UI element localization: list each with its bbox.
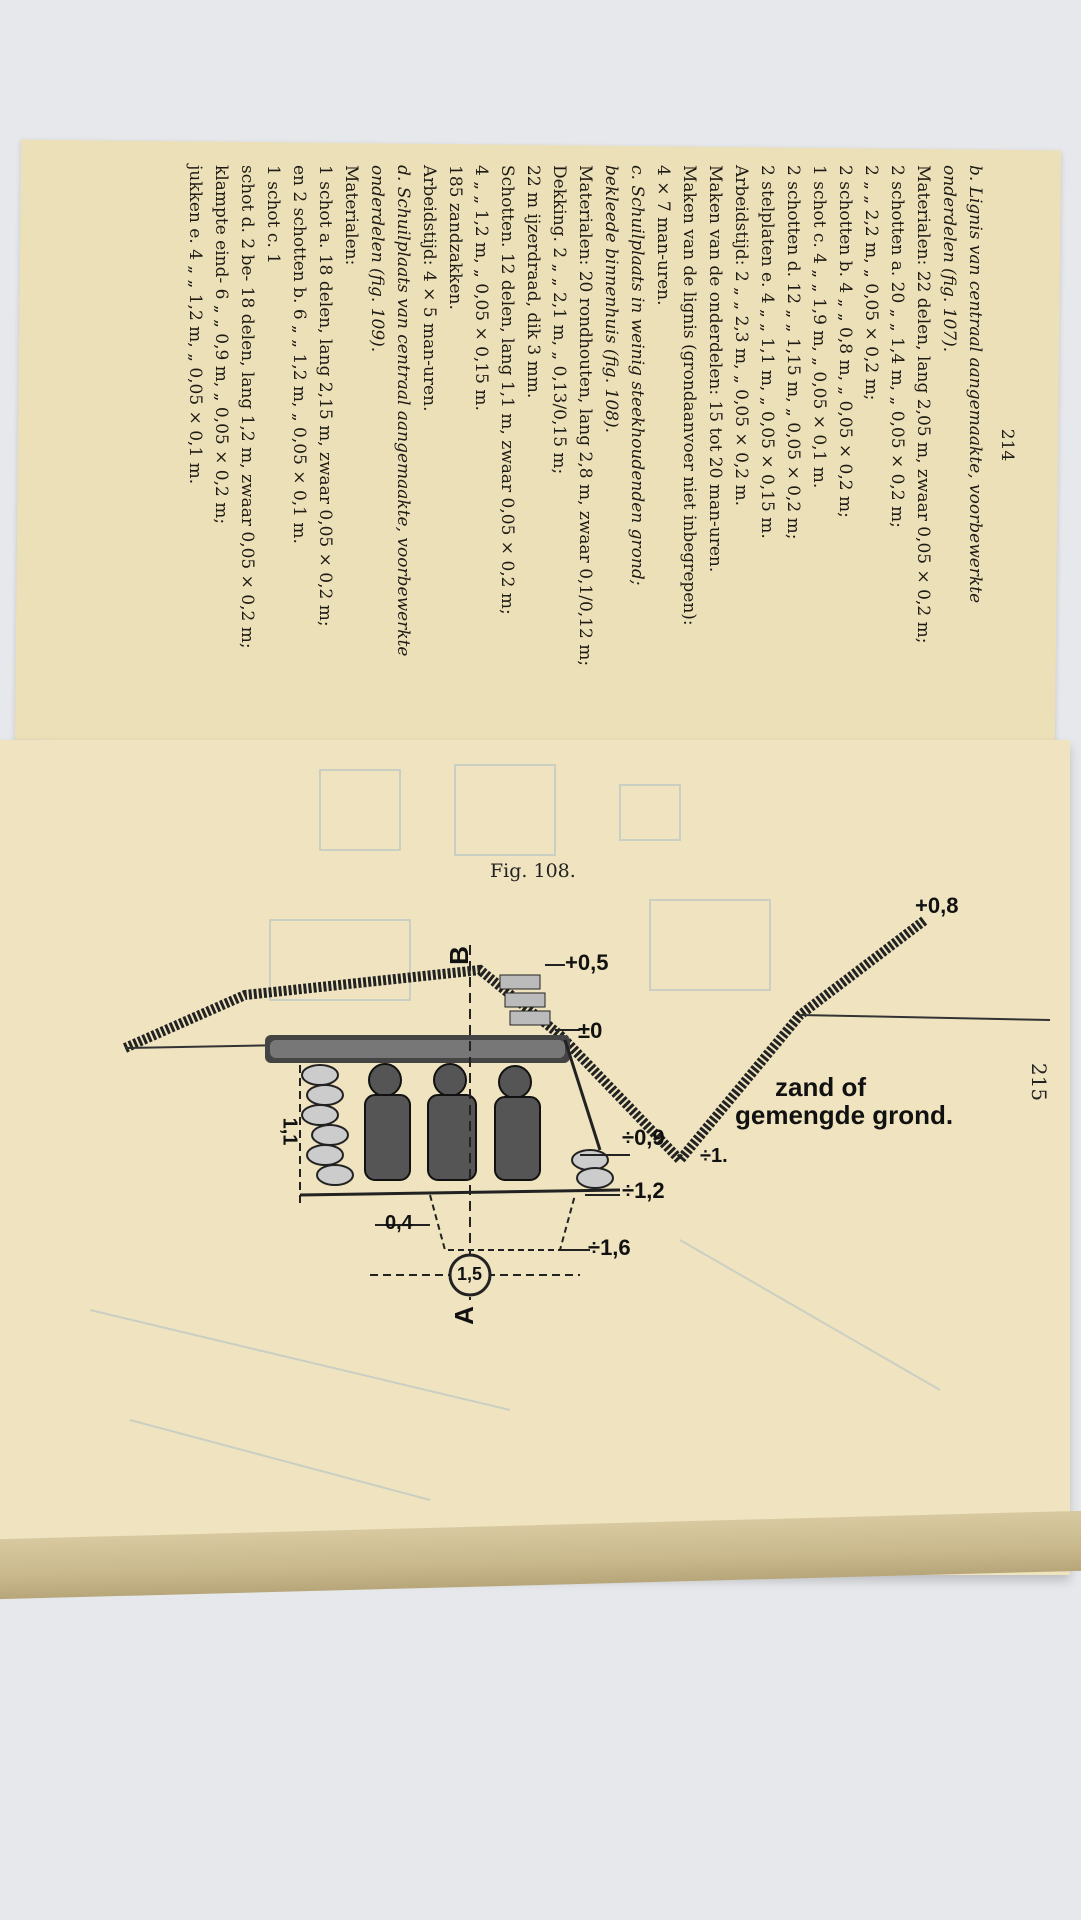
elevation-label-1: ÷1. — [700, 1145, 728, 1167]
elevation-label-zero: ±0 — [578, 1018, 603, 1043]
soil-label-line2: gemengde grond. — [735, 1100, 954, 1130]
elevation-label-roof: +0,5 — [565, 950, 609, 975]
width-label-15: 1,5 — [457, 1264, 483, 1284]
figure-caption: Fig. 108. — [490, 860, 576, 882]
width-label-04: 0,4 — [385, 1212, 413, 1234]
section-marker-a: A — [448, 1306, 479, 1325]
height-label-11: 1,1 — [278, 1117, 301, 1146]
width-circle-marker — [448, 1253, 492, 1297]
elevation-label-top: +0,8 — [915, 893, 959, 918]
trench-outline — [122, 916, 1051, 1251]
elevation-label-16: ÷1,6 — [588, 1235, 631, 1260]
section-marker-b: B — [443, 946, 474, 965]
elevation-label-09: ÷0,9 — [622, 1125, 665, 1150]
show-through-marks — [89, 764, 941, 1501]
soldier-figures — [364, 1063, 541, 1181]
soil-label-line1: zand of — [775, 1072, 866, 1102]
elevation-label-12: ÷1,2 — [622, 1178, 665, 1203]
